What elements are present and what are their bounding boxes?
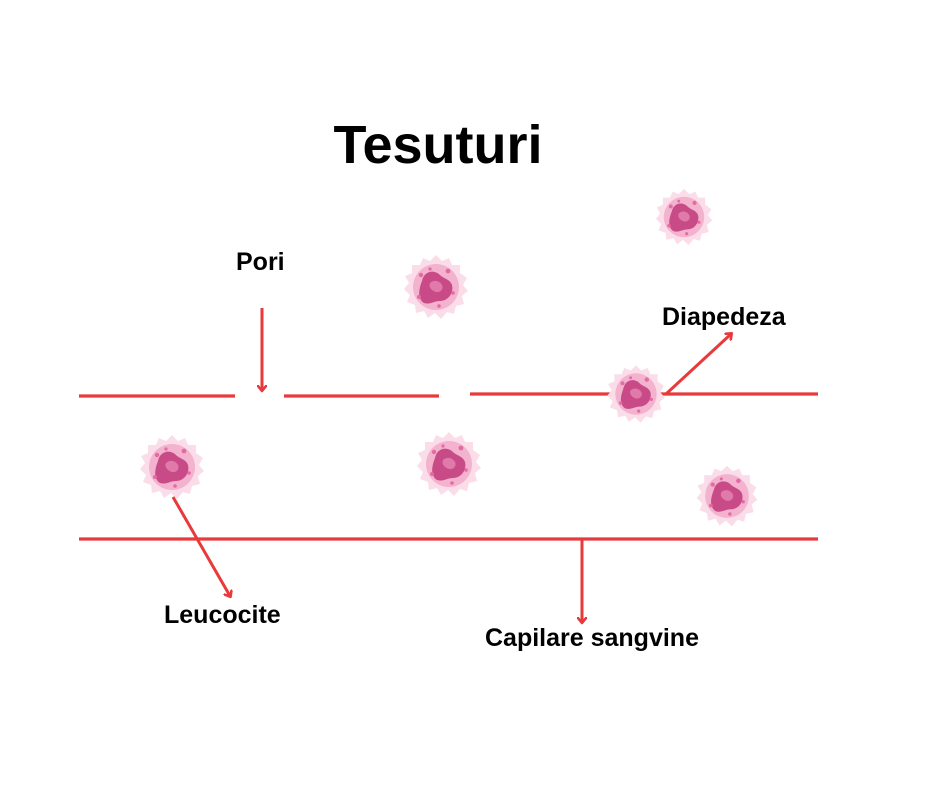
leucocite-arrow bbox=[171, 496, 230, 596]
leukocyte-icon bbox=[404, 255, 468, 319]
diapedeza-arrow bbox=[664, 334, 731, 396]
leukocyte-icon bbox=[655, 188, 713, 246]
label-diapedeza: Diapedeza bbox=[662, 303, 787, 331]
leukocyte-icon bbox=[417, 432, 481, 496]
leukocyte-icon bbox=[140, 435, 204, 499]
leukocyte-icon bbox=[696, 465, 758, 527]
label-leucocite: Leucocite bbox=[164, 601, 281, 629]
label-pori: Pori bbox=[236, 248, 285, 276]
diagram-title: Tesuturi bbox=[333, 115, 542, 175]
leukocyte-icon bbox=[607, 365, 665, 423]
label-capilare: Capilare sangvine bbox=[485, 624, 699, 652]
